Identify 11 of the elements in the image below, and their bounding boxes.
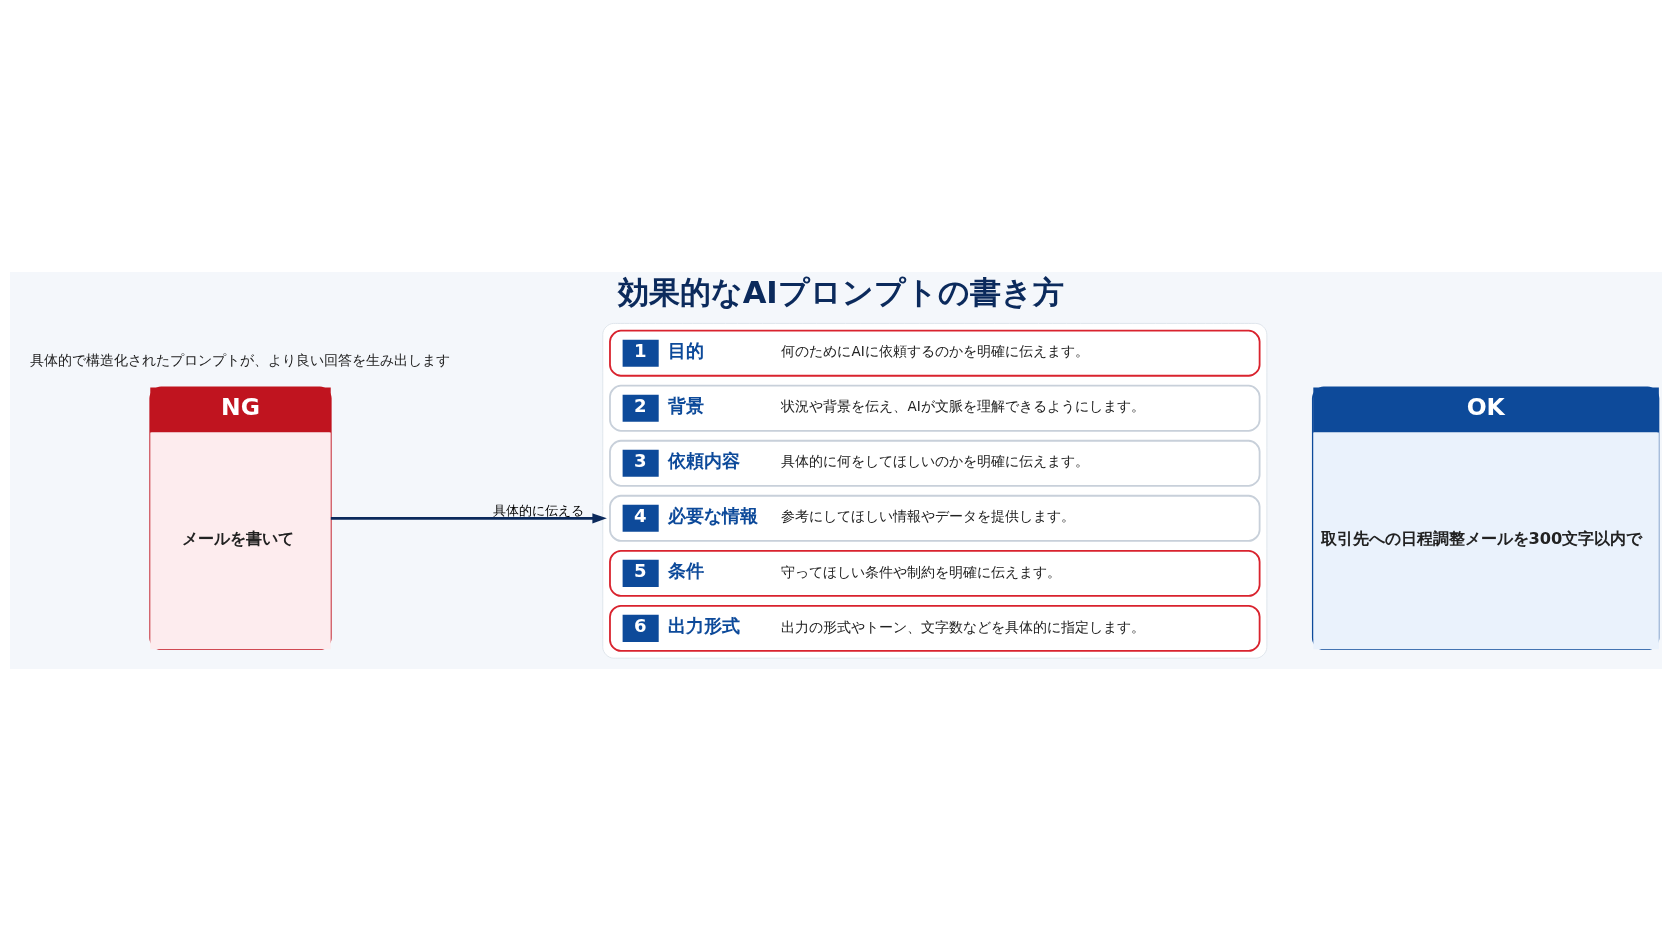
diagram-title: 効果的なAIプロンプトの書き方 bbox=[617, 274, 1064, 310]
edge-label: 具体的に伝える bbox=[493, 502, 585, 518]
node-box: 6 出力形式 出力の形式やトーン、文字数などを具体的に指定します。 bbox=[609, 604, 1261, 652]
cluster bbox=[602, 323, 1268, 659]
node-box: 3 依頼内容 具体的に何をしてほしいのかを明確に伝えます。 bbox=[609, 439, 1261, 487]
node-box: 2 背景 状況や背景を伝え、AIが文脈を理解できるようにします。 bbox=[609, 384, 1261, 432]
label: 具体的で構造化されたプロンプトが、より良い回答を生み出します bbox=[30, 351, 451, 368]
node-box: 4 必要な情報 参考にしてほしい情報やデータを提供します。 bbox=[609, 494, 1261, 542]
arrow bbox=[330, 513, 607, 524]
node-box: 5 条件 守ってほしい条件や制約を明確に伝えます。 bbox=[609, 549, 1261, 597]
node-box: 1 目的 何のためにAIに依頼するのかを明確に伝えます。 bbox=[609, 329, 1261, 377]
